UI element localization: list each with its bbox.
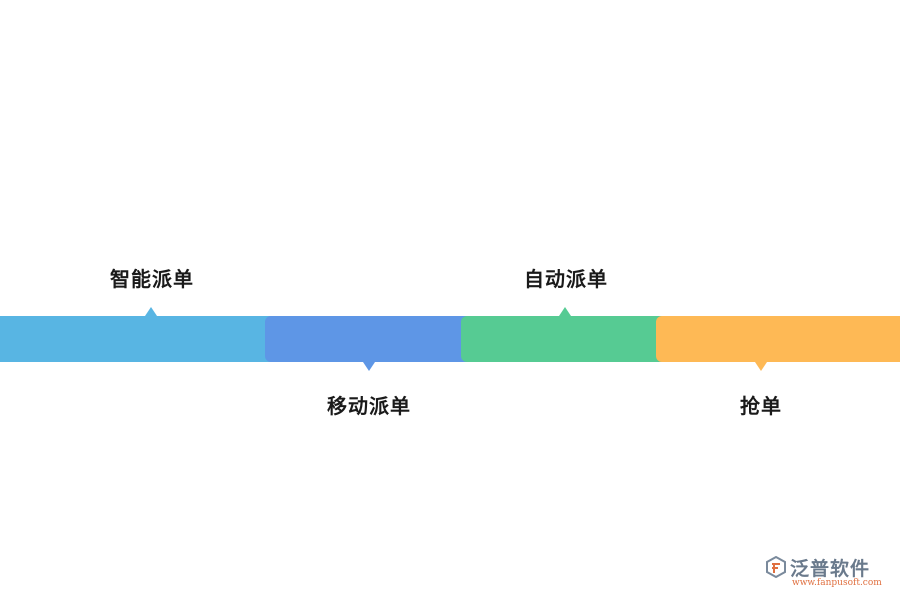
- pointer-up-smart-dispatch: [145, 307, 157, 316]
- brand-url: www.fanpusoft.com: [792, 578, 882, 588]
- pointer-up-auto-dispatch: [559, 307, 571, 316]
- pointer-down-mobile-dispatch: [363, 362, 375, 371]
- step-label-auto-dispatch: 自动派单: [524, 267, 608, 291]
- pointer-down-grab-order: [755, 362, 767, 371]
- step-bar-auto-dispatch: [461, 316, 670, 362]
- step-label-smart-dispatch: 智能派单: [110, 267, 194, 291]
- step-bar-grab-order: [656, 316, 900, 362]
- step-bar-mobile-dispatch: [265, 316, 474, 362]
- brand-name: 泛普软件: [790, 558, 871, 580]
- brand-logo: 泛普软件 www.fanpusoft.com: [765, 554, 890, 590]
- step-label-mobile-dispatch: 移动派单: [327, 394, 411, 418]
- step-label-grab-order: 抢单: [740, 394, 782, 418]
- step-bar-smart-dispatch: [0, 316, 278, 362]
- fanpu-logo-icon: [766, 556, 786, 578]
